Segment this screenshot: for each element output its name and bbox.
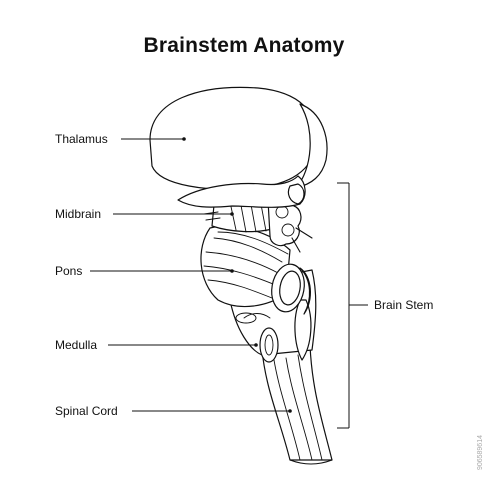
label-midbrain: Midbrain [55,207,102,221]
label-thalamus: Thalamus [55,132,108,146]
brain-stem-bracket [337,182,368,429]
label-pons: Pons [55,264,83,278]
label-spinal-cord: Spinal Cord [55,404,118,418]
thalamus-shape [149,86,328,208]
spinal-cord-shape [261,344,333,465]
watermark-id: 906589614 [477,434,484,470]
diagram-title: Brainstem Anatomy [143,34,345,57]
label-brain-stem: Brain Stem [374,298,434,312]
peduncle-oval-shape [271,263,311,315]
leader-lines [90,137,292,413]
label-medulla: Medulla [55,338,98,352]
